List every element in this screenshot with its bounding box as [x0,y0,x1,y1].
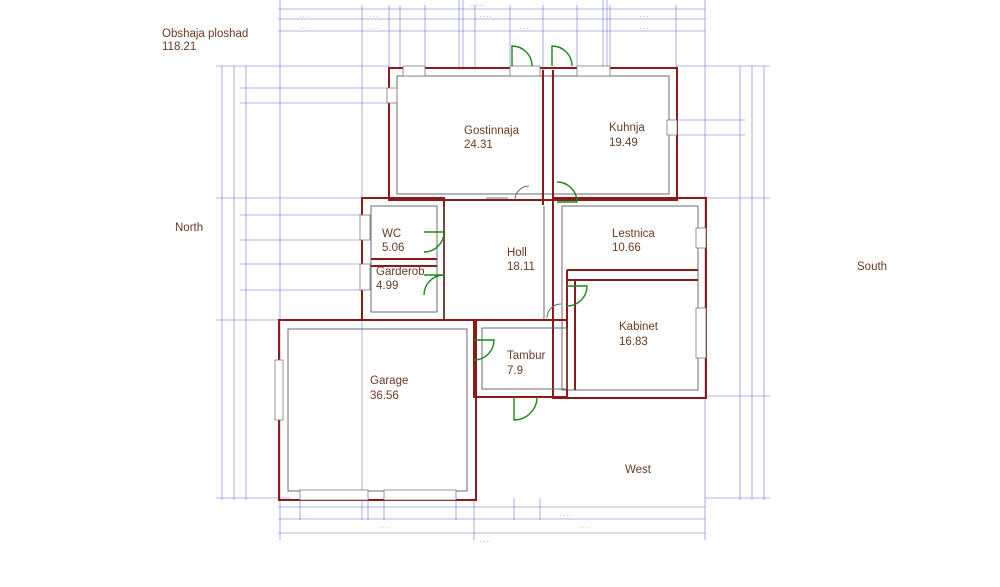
room-name: Garage [370,375,408,387]
room-kuhnja: Kuhnja 19.49 [609,122,645,149]
svg-text:· · ·: · · · [640,14,648,20]
total-area-label: Obshaja ploshad [162,28,248,40]
room-tambur: Tambur 7.9 [507,350,546,377]
room-garage: Garage 36.56 [370,375,408,402]
room-area: 19.49 [609,137,638,149]
room-area: 24.31 [464,139,493,151]
orientation-south: South [857,261,887,273]
total-area-block: Obshaja ploshad 118.21 [162,28,248,53]
svg-text:· · ·: · · · [580,525,588,531]
svg-text:· · ·: · · · [640,26,648,32]
room-name: Kuhnja [609,122,645,134]
room-name: Kabinet [619,321,659,333]
dimension-texts: · · · · · · · · · · · · · · · · · · · · … [300,3,648,545]
svg-text:· · · ·: · · · · [560,513,572,519]
room-area: 4.99 [376,280,398,292]
svg-text:· · ·: · · · [300,14,308,20]
svg-text:· · · · ·: · · · · · [470,3,485,9]
room-lestnica: Lestnica 10.66 [612,228,655,254]
svg-text:· · ·: · · · [380,525,388,531]
svg-text:· · ·: · · · [300,513,308,519]
room-name: Lestnica [612,228,655,240]
room-kabinet: Kabinet 16.83 [619,321,659,348]
room-name: Garderob [376,266,425,278]
room-area: 7.9 [507,365,523,377]
svg-text:· · · ·: · · · · [520,26,532,32]
room-holl: Holl 18.11 [507,247,535,273]
room-garderob: Garderob 4.99 [376,266,425,292]
room-area: 10.66 [612,242,641,254]
room-name: Gostinnaja [464,125,520,137]
svg-text:· · ·: · · · [370,26,378,32]
windows [274,65,707,501]
svg-text:· · ·: · · · [370,14,378,20]
room-name: WC [382,228,401,240]
svg-text:· · · ·: · · · · [480,14,492,20]
svg-text:· · ·: · · · [300,26,308,32]
room-area: 18.11 [507,261,535,273]
svg-text:· · · ·: · · · · [480,539,492,545]
room-name: Tambur [507,350,546,362]
room-area: 36.56 [370,390,399,402]
orientation-west: West [625,464,652,476]
room-area: 16.83 [619,336,648,348]
total-area-value: 118.21 [162,41,196,53]
room-gostinnaja: Gostinnaja 24.31 [464,125,520,151]
doors [423,45,588,421]
room-name: Holl [507,247,527,259]
orientation-north: North [175,222,203,234]
room-area: 5.06 [382,242,404,254]
walls [278,67,707,501]
room-wc: WC 5.06 [382,228,404,254]
